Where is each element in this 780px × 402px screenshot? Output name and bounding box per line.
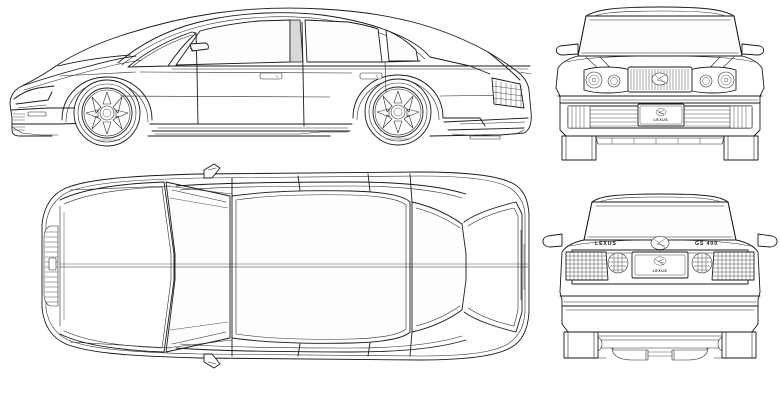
front-door-handle xyxy=(259,72,283,80)
exhaust-right xyxy=(671,347,709,361)
top-mirror-left xyxy=(203,163,221,179)
rear-wheel-spokes xyxy=(376,90,420,134)
lexus-l-emblem-rear xyxy=(650,236,670,250)
rear-mirror-right xyxy=(757,233,778,248)
front-mirror-left xyxy=(555,43,579,56)
top-mirror-right xyxy=(203,353,221,369)
rear-tyre-left xyxy=(563,331,599,359)
front-tyre-right xyxy=(723,135,759,161)
view-rear-elevation: LEXUS GS 400 xyxy=(542,193,778,361)
lexus-l-emblem-plate xyxy=(655,108,667,116)
view-front-elevation: LEXUS xyxy=(555,6,765,161)
rear-license-plate: LEXUS xyxy=(631,250,689,279)
front-license-plate: LEXUS xyxy=(637,103,685,127)
taillamp-hatching xyxy=(566,252,754,280)
rear-badge-model: GS 400 xyxy=(695,241,718,247)
rear-tyre-right xyxy=(721,331,757,359)
exhaust-left xyxy=(611,347,649,361)
view-side-elevation xyxy=(9,7,532,147)
rear-mirror-left xyxy=(542,233,563,248)
lexus-l-emblem-rear-plate xyxy=(653,256,667,266)
view-top-plan xyxy=(41,163,530,369)
front-wheel-spokes xyxy=(85,91,129,135)
lexus-l-emblem-front xyxy=(651,72,669,86)
front-plate-text: LEXUS xyxy=(654,118,669,122)
rear-badge-lexus: LEXUS xyxy=(595,241,617,247)
rear-axle xyxy=(591,339,729,349)
front-mirror-right xyxy=(741,43,765,56)
front-tyre-left xyxy=(561,135,597,161)
side-mirror xyxy=(189,42,209,52)
rear-plate-text: LEXUS xyxy=(653,269,668,273)
taillamp-right xyxy=(711,251,755,281)
taillamp-side xyxy=(491,77,525,109)
taillamp-left xyxy=(565,251,609,281)
rear-door-handle xyxy=(359,72,383,80)
